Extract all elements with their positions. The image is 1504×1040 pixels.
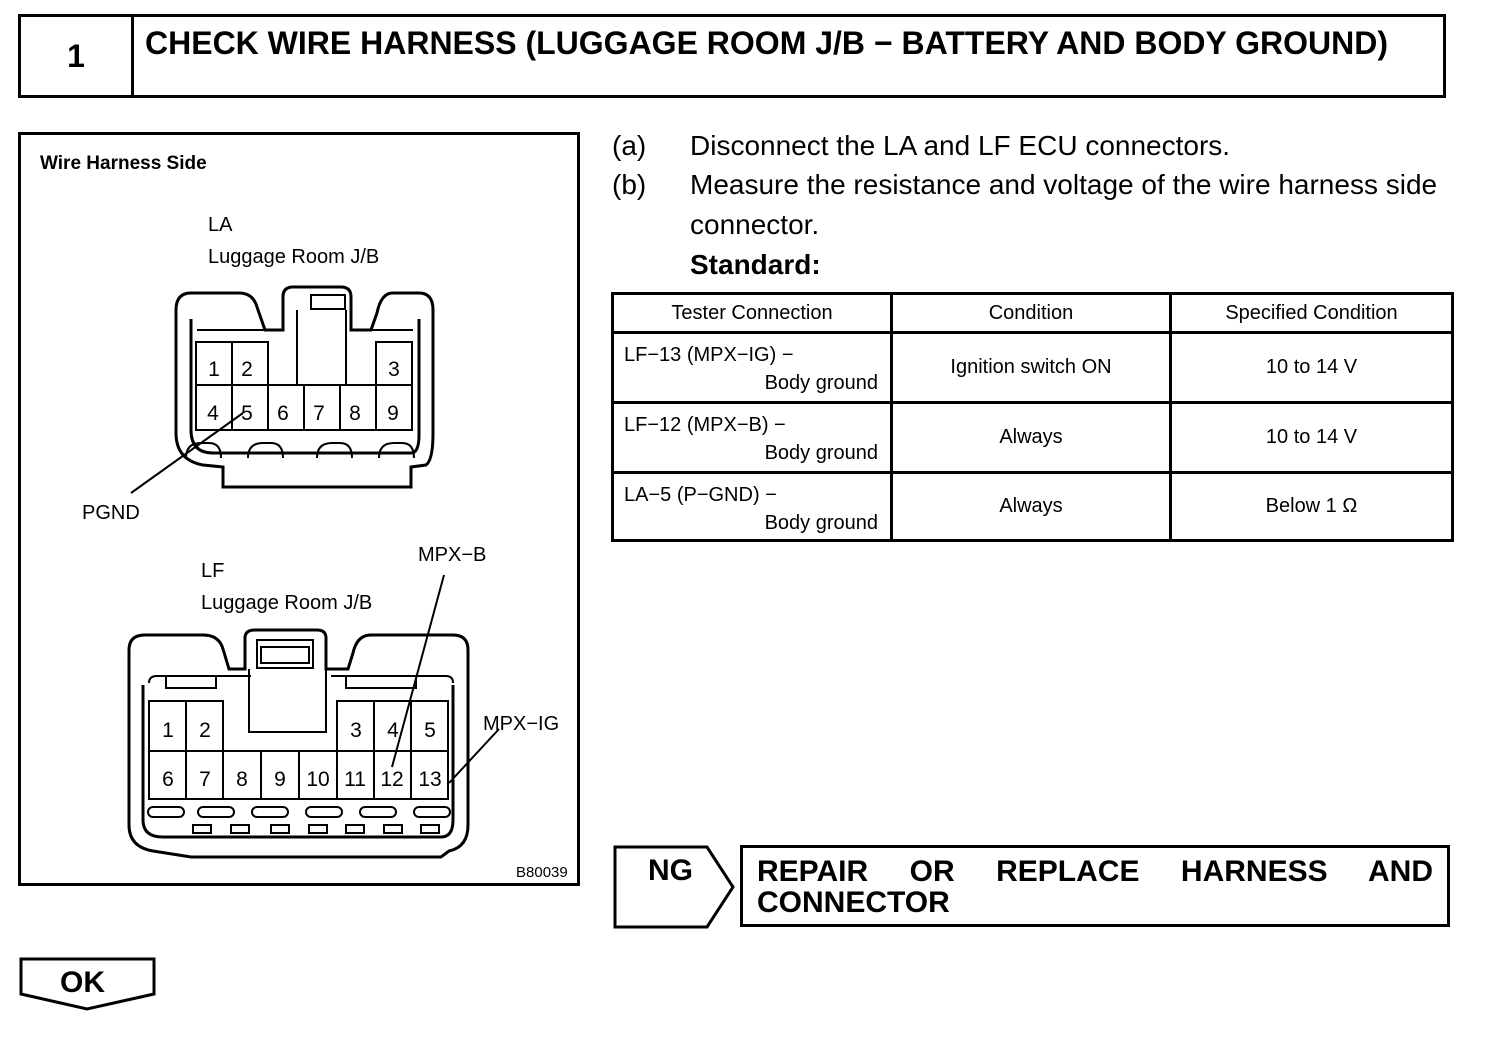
lf-pin: 2	[199, 719, 211, 742]
la-pin-grid	[195, 341, 413, 431]
lf-pin: 3	[350, 719, 362, 742]
connector-figure: Wire Harness Side LA Luggage Room J/B 1 …	[18, 132, 580, 886]
condition-cell: Always	[890, 471, 1172, 542]
connector-diagram: Wire Harness Side LA Luggage Room J/B 1 …	[40, 153, 568, 881]
lf-connector-code: LF	[201, 560, 224, 582]
lf-pin: 7	[199, 768, 211, 791]
instruction-text: Disconnect the LA and LF ECU connectors.	[690, 130, 1231, 161]
tester-connection-cell: LF−12 (MPX−B) − Body ground	[611, 401, 893, 474]
tester-connection-ground: Body ground	[764, 512, 878, 534]
tester-connection-cell: LA−5 (P−GND) − Body ground	[611, 471, 893, 542]
tester-connection: LF−12 (MPX−B) −	[624, 414, 786, 436]
ng-label: NG	[648, 854, 693, 887]
mpx-ig-callout: MPX−IG	[483, 713, 559, 735]
table-row: LF−13 (MPX−IG) − Body ground Ignition sw…	[611, 331, 1454, 404]
tester-connection: LA−5 (P−GND) −	[624, 484, 777, 506]
lf-pin: 12	[380, 768, 403, 791]
mpx-ig-leader-line	[448, 728, 500, 784]
table-row: LF−12 (MPX−B) − Body ground Always 10 to…	[611, 401, 1454, 474]
mpx-b-leader-line	[391, 574, 445, 768]
lf-pin: 4	[387, 719, 399, 742]
ok-arrow-icon	[19, 957, 156, 1011]
step-header: 1 CHECK WIRE HARNESS (LUGGAGE ROOM J/B −…	[18, 14, 1446, 98]
instruction-text: Measure the resistance and voltage of th…	[690, 169, 1438, 240]
lf-pin-grid	[148, 700, 449, 800]
la-pin: 6	[277, 402, 289, 425]
tester-connection: LF−13 (MPX−IG) −	[624, 344, 794, 366]
mpx-b-callout: MPX−B	[418, 544, 486, 566]
lf-pin: 1	[162, 719, 174, 742]
la-pin: 7	[313, 402, 325, 425]
lf-pin: 13	[418, 768, 441, 791]
table-row: LA−5 (P−GND) − Body ground Always Below …	[611, 471, 1454, 542]
la-pin: 4	[207, 402, 219, 425]
instruction-marker: (b)	[612, 169, 647, 200]
lf-pin: 10	[306, 768, 329, 791]
pgnd-callout: PGND	[82, 502, 140, 524]
pgnd-leader-line	[130, 412, 244, 494]
lf-pin: 5	[424, 719, 436, 742]
figure-code: B80039	[516, 864, 568, 881]
spec-table: Tester Connection Condition Specified Co…	[611, 292, 1454, 542]
lf-pin: 11	[344, 768, 366, 791]
ok-label: OK	[60, 966, 105, 999]
table-header: Tester Connection	[611, 292, 893, 334]
specified-condition-cell: 10 to 14 V	[1169, 331, 1454, 404]
ng-action-text: REPAIR OR REPLACE HARNESS AND CONNECTOR	[757, 855, 1433, 919]
lf-pin: 9	[274, 768, 286, 791]
tester-connection-ground: Body ground	[764, 442, 878, 464]
la-pin: 3	[388, 358, 400, 381]
la-connector-code: LA	[208, 214, 233, 236]
tester-connection-ground: Body ground	[764, 372, 878, 394]
condition-cell: Always	[890, 401, 1172, 474]
ng-arrow-icon	[613, 845, 735, 929]
step-title: CHECK WIRE HARNESS (LUGGAGE ROOM J/B − B…	[145, 25, 1389, 61]
la-pin: 1	[208, 358, 220, 381]
la-pin: 2	[241, 358, 253, 381]
specified-condition-cell: 10 to 14 V	[1169, 401, 1454, 474]
la-pin: 9	[387, 402, 399, 425]
table-header: Specified Condition	[1169, 292, 1454, 334]
specified-condition-cell: Below 1 Ω	[1169, 471, 1454, 542]
tester-connection-cell: LF−13 (MPX−IG) − Body ground	[611, 331, 893, 404]
figure-heading: Wire Harness Side	[40, 153, 207, 174]
lf-pin: 6	[162, 768, 174, 791]
instruction-marker: (a)	[612, 130, 647, 161]
ng-action-box: REPAIR OR REPLACE HARNESS AND CONNECTOR	[740, 845, 1450, 927]
lf-connector-housing	[127, 628, 470, 859]
table-header-row: Tester Connection Condition Specified Co…	[611, 292, 1454, 334]
la-connector-name: Luggage Room J/B	[208, 246, 379, 268]
lf-connector-name: Luggage Room J/B	[201, 592, 372, 614]
la-pin: 8	[349, 402, 361, 425]
step-number: 1	[21, 17, 134, 95]
la-connector-housing	[174, 285, 435, 489]
table-header: Condition	[890, 292, 1172, 334]
standard-label: Standard:	[690, 249, 821, 280]
la-pin: 5	[241, 402, 253, 425]
lf-pin: 8	[236, 768, 248, 791]
condition-cell: Ignition switch ON	[890, 331, 1172, 404]
